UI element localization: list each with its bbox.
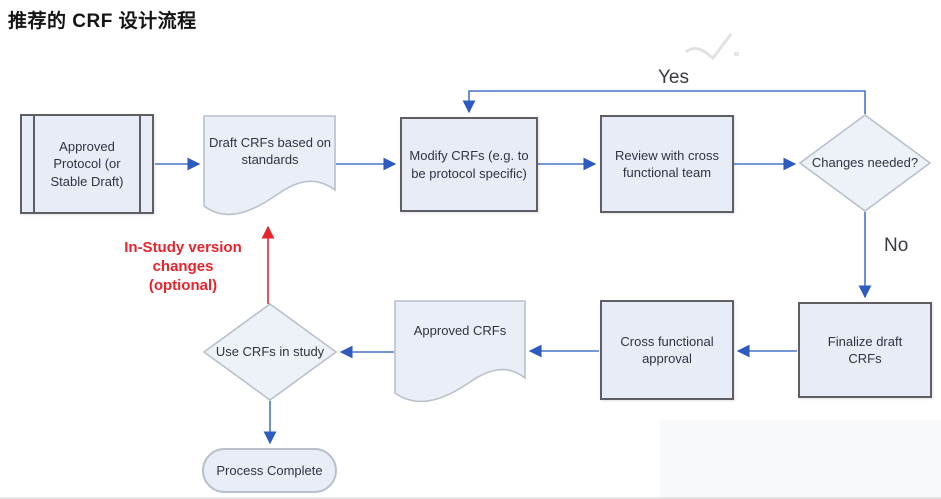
node-changes-needed-label: Changes needed? — [811, 155, 919, 171]
predefined-process-bar — [33, 116, 35, 212]
node-use-crfs-label: Use CRFs in study — [215, 344, 325, 360]
node-draft-crfs-label: Draft CRFs based on standards — [208, 134, 332, 167]
node-label: Review with cross functional team — [614, 147, 720, 180]
node-label: Modify CRFs (e.g. to be protocol specifi… — [409, 148, 529, 181]
node-label: Process Complete — [216, 463, 323, 478]
node-process-complete: Process Complete — [202, 448, 337, 493]
node-approved-crfs-label: Approved CRFs — [413, 323, 507, 339]
arrow-yes-loop — [462, 90, 866, 114]
node-label: Approved Protocol (or Stable Draft) — [50, 139, 124, 189]
background-faint-panel — [660, 420, 941, 499]
page-title: 推荐的 CRF 设计流程 — [8, 11, 197, 32]
annotation-line: changes — [152, 258, 214, 275]
flow-arrows — [155, 90, 872, 445]
annotation-line: In-Study version — [124, 239, 242, 256]
edge-label-yes: Yes — [658, 67, 689, 88]
edge-label-no: No — [884, 235, 909, 256]
node-finalize-crfs: Finalize draft CRFs — [798, 302, 932, 398]
approved-crfs-document-shape — [394, 300, 526, 403]
check-mark-watermark-icon — [685, 33, 739, 61]
instudy-version-annotation: In-Study version changes (optional) — [103, 238, 263, 295]
bottom-divider — [0, 497, 941, 499]
node-label: Finalize draft CRFs — [827, 333, 903, 366]
use-crfs-decision-shape — [202, 303, 338, 401]
changes-needed-decision-shape — [798, 114, 932, 212]
draft-crfs-document-shape — [203, 115, 336, 216]
predefined-process-bar — [139, 116, 141, 212]
node-cross-approval: Cross functional approval — [600, 300, 734, 400]
node-label: Cross functional approval — [620, 333, 714, 366]
annotation-line: (optional) — [148, 277, 218, 294]
node-review-team: Review with cross functional team — [600, 115, 734, 213]
node-modify-crfs: Modify CRFs (e.g. to be protocol specifi… — [400, 117, 538, 212]
node-approved-protocol: Approved Protocol (or Stable Draft) — [20, 114, 154, 214]
